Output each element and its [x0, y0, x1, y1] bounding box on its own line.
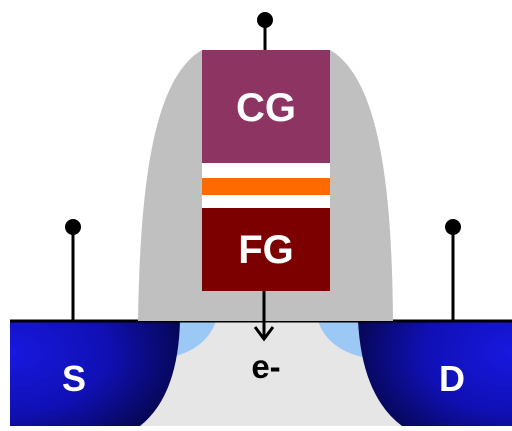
source-terminal-dot — [65, 219, 81, 235]
control-gate — [202, 50, 330, 163]
control-gate-label: CG — [236, 86, 296, 130]
drain-label: D — [439, 358, 465, 399]
drain-region — [358, 321, 512, 426]
inter-gate-dielectric — [202, 178, 330, 195]
inter-gate-gap-bottom — [202, 195, 330, 208]
drain-extension — [318, 321, 366, 358]
gate-terminal-dot — [257, 12, 273, 28]
floating-gate-label: FG — [238, 228, 294, 272]
electron-label: e- — [251, 348, 280, 385]
source-extension — [168, 321, 216, 358]
tunneling-arrow-head — [253, 326, 275, 342]
source-region — [10, 321, 180, 426]
drain-terminal-dot — [445, 219, 461, 235]
floating-gate — [202, 208, 330, 291]
source-label: S — [62, 358, 86, 399]
inter-gate-gap-top — [202, 163, 330, 178]
